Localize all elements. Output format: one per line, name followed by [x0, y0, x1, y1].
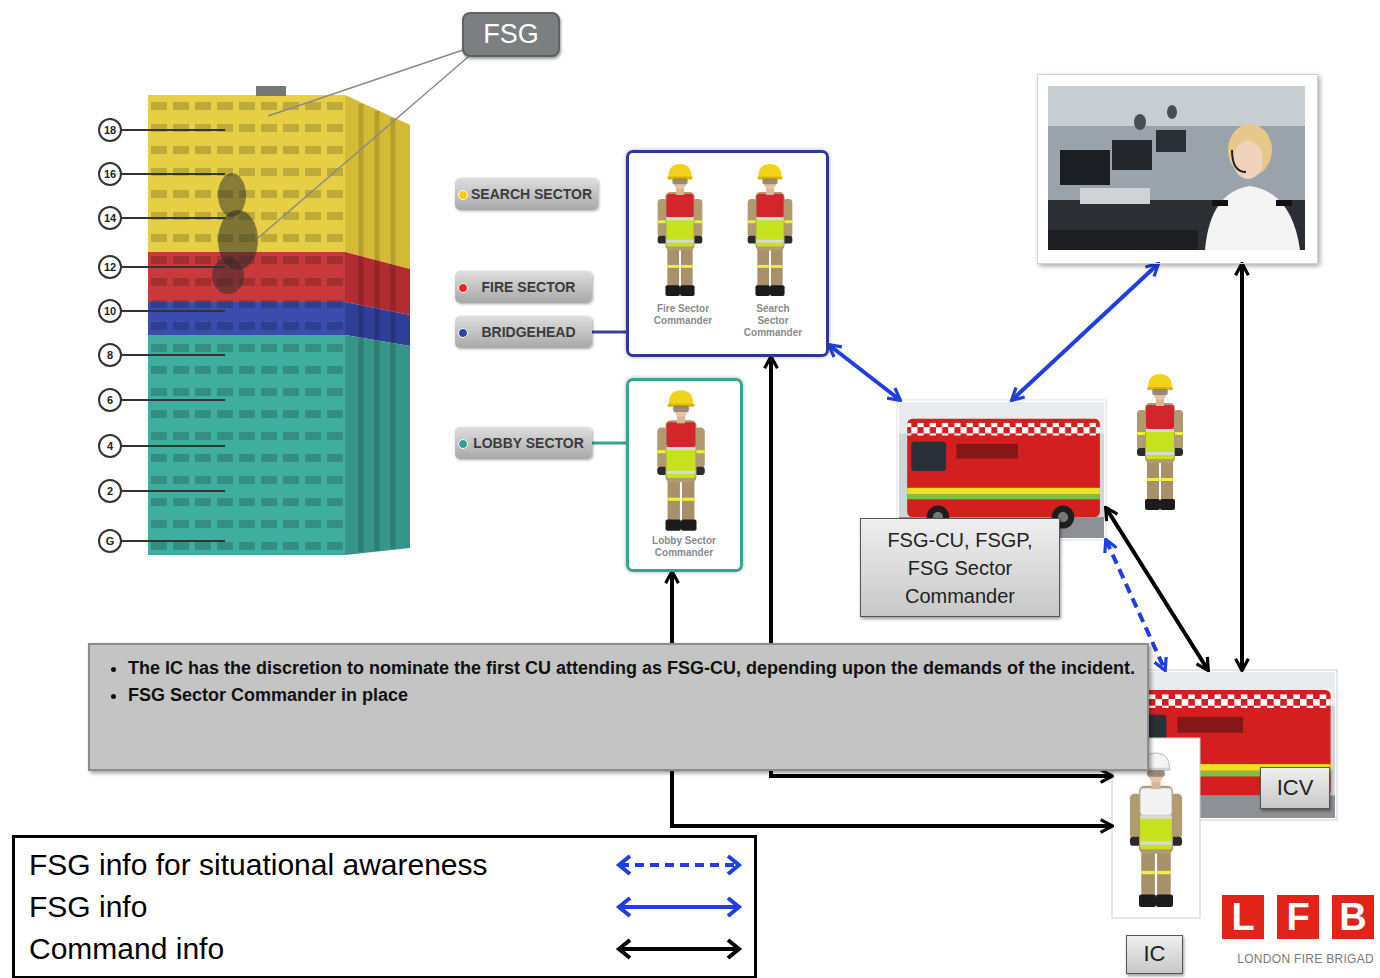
- legend-sample-line: [620, 947, 738, 951]
- legend-sample: [614, 895, 744, 919]
- sector-label: FIRE SECTOR: [455, 271, 592, 303]
- callout-number: G: [106, 535, 115, 547]
- legend-sample-head: [619, 898, 630, 916]
- label-text: FSG-CU, FSGP, FSG Sector Commander: [882, 526, 1038, 610]
- callout-number-holder: 18: [98, 121, 122, 139]
- caption-holder: Search Sector Commander: [744, 303, 802, 340]
- callout-number: 2: [107, 485, 113, 497]
- building: [148, 86, 410, 555]
- legend-text: Command info: [29, 932, 224, 965]
- callout-number-holder: 14: [98, 209, 122, 227]
- legend-sample-line: [620, 863, 738, 867]
- callout-leaders: [99, 119, 225, 552]
- control-room-photo: [1048, 86, 1305, 250]
- bullet-item: The IC has the discretion to nominate th…: [128, 655, 1135, 682]
- commander-box: Lobby Sector Commander: [626, 378, 743, 572]
- logo-letter: F: [1286, 896, 1309, 938]
- connector: [1012, 264, 1158, 400]
- callout-number: 10: [104, 305, 116, 317]
- legend-sample: [614, 937, 744, 961]
- label-box: ICV: [1260, 767, 1330, 809]
- figure-caption: Lobby Sector Commander: [644, 535, 724, 559]
- fsg-leader-lines: [258, 50, 468, 238]
- legend-sample: [614, 853, 744, 877]
- logo-text-holder: LONDON FIRE BRIGAD: [1218, 950, 1374, 968]
- legend-row: FSG info for situational awareness: [29, 844, 740, 886]
- caption-holder: Fire Sector Commander: [654, 303, 712, 327]
- box-label: BRIDGEHEAD: [481, 324, 575, 340]
- legend-sample-head: [728, 856, 739, 874]
- commander-figure: IC: [1112, 738, 1202, 974]
- commander-box: Fire Sector Commander Search Sector Comma…: [626, 150, 829, 357]
- vehicle-group: FSG-CU, FSGP, FSG Sector Commander: [860, 400, 1106, 617]
- callout-number-holder: 12: [98, 258, 122, 276]
- figure-caption: Search Sector Commander: [744, 303, 802, 340]
- callout-number-holder: 8: [98, 346, 122, 364]
- logo-letter: L: [1231, 896, 1254, 938]
- callout-number: 8: [107, 349, 113, 361]
- logo-letter: B: [1339, 896, 1366, 938]
- callout-number-holder: 10: [98, 302, 122, 320]
- connector: [592, 442, 626, 445]
- callout-number-holder: 4: [98, 437, 122, 455]
- label-box: FSG-CU, FSGP, FSG Sector Commander: [860, 518, 1060, 617]
- box-label: FIRE SECTOR: [482, 279, 576, 295]
- callout-number-holder: 2: [98, 482, 122, 500]
- callout-number-holder: 6: [98, 391, 122, 409]
- logo-letter-holder: L: [1222, 895, 1264, 939]
- legend-sample-head: [728, 898, 739, 916]
- connector: [1240, 264, 1244, 670]
- sector-label: BRIDGEHEAD: [455, 316, 592, 348]
- legend-sample-head: [619, 940, 630, 958]
- control-room-photo: [1037, 74, 1318, 264]
- callout-number: 12: [104, 261, 116, 273]
- logo-letter-holder: F: [1277, 895, 1319, 939]
- callout-number-holder: G: [98, 532, 122, 550]
- connector: [592, 331, 626, 334]
- callout-number: 4: [107, 440, 113, 452]
- legend-row: Command info: [29, 928, 740, 970]
- caption-holder: Lobby Sector Commander: [644, 535, 724, 559]
- connector: [829, 345, 900, 400]
- callout-number: 16: [104, 168, 116, 180]
- label-text: ICV: [1277, 773, 1314, 804]
- legend-text: FSG info for situational awareness: [29, 848, 488, 881]
- callout-number-holder: 16: [98, 165, 122, 183]
- sector-label: LOBBY SECTOR: [455, 427, 592, 459]
- figure-caption: Fire Sector Commander: [654, 303, 712, 327]
- label-text: IC: [1144, 939, 1166, 970]
- legend-sample-head: [619, 856, 630, 874]
- bullet-list: The IC has the discretion to nominate th…: [104, 655, 1135, 709]
- legend-text: FSG info: [29, 890, 147, 923]
- callout-number: 18: [104, 124, 116, 136]
- callout-number: 14: [104, 212, 116, 224]
- fsg-box: FSG: [462, 12, 560, 57]
- legend-row: FSG info: [29, 886, 740, 928]
- logo-letter-holder: B: [1332, 895, 1374, 939]
- logo-text: LONDON FIRE BRIGAD: [1237, 952, 1374, 966]
- box-label: SEARCH SECTOR: [471, 186, 592, 202]
- vehicle-photo: ICV: [1114, 670, 1337, 820]
- sector-label: SEARCH SECTOR: [455, 178, 598, 210]
- legend-box: FSG info for situational awarenessFSG in…: [12, 835, 757, 978]
- legend-sample-head: [728, 940, 739, 958]
- box-label: FSG: [483, 19, 539, 50]
- legend-sample-line: [620, 905, 738, 909]
- label-box: IC: [1126, 935, 1183, 974]
- note-box: The IC has the discretion to nominate th…: [88, 643, 1149, 771]
- callout-number: 6: [107, 394, 113, 406]
- box-label: LOBBY SECTOR: [473, 435, 584, 451]
- bullet-item: FSG Sector Commander in place: [128, 682, 1135, 709]
